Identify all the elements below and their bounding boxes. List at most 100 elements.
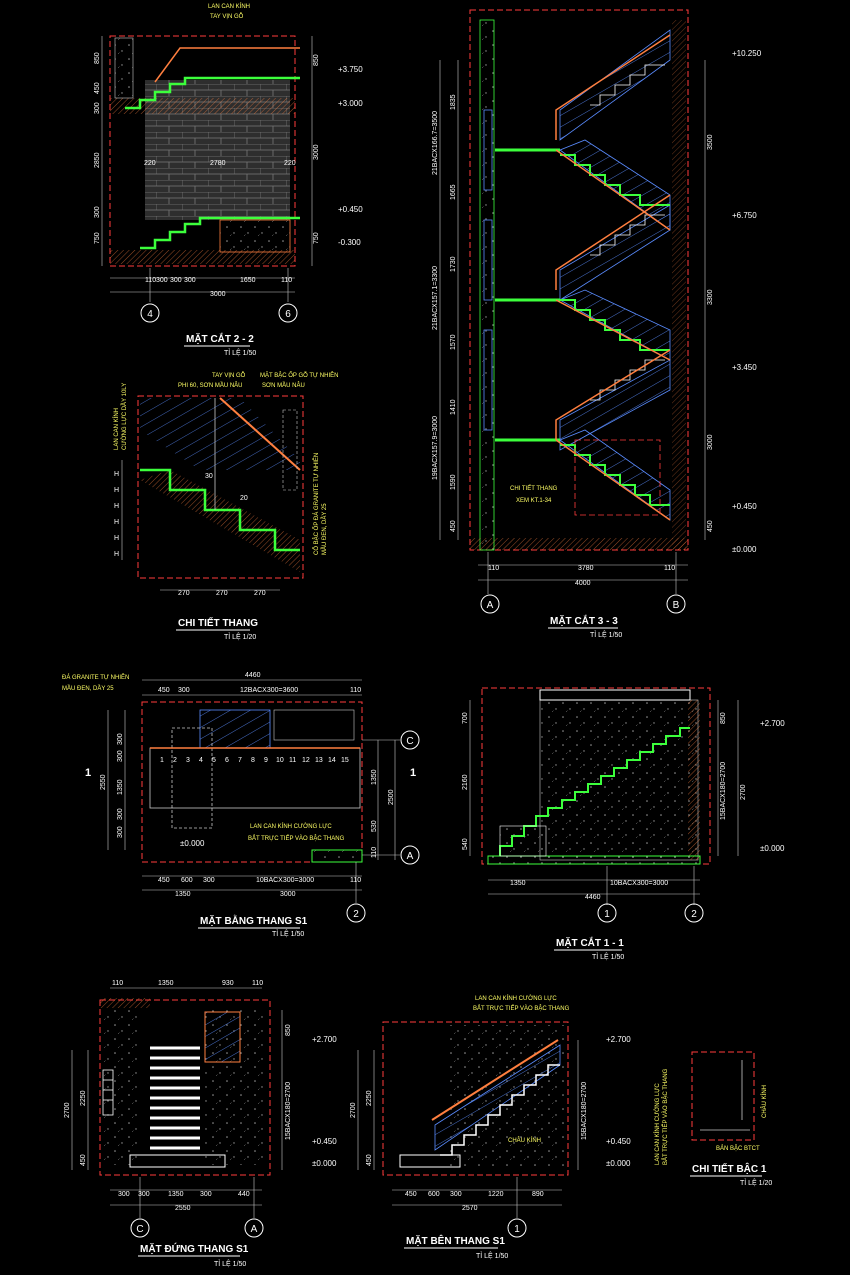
side-bottom-dim: 890: [532, 1191, 544, 1198]
section33-callout-box: [574, 439, 661, 516]
section33-left-dim: 1665: [450, 184, 457, 200]
section33-window-1: [483, 109, 493, 191]
plan-note-top: MẦU ĐEN, DẦY 25: [62, 685, 114, 692]
axis-label-c-plan: C: [406, 736, 413, 747]
section33-bottom-dim: 3780: [578, 565, 594, 572]
section33-right-dim: 450: [707, 520, 714, 532]
section22-right-dim: 750: [313, 232, 320, 244]
stair-detail-title: CHI TIẾT THANG: [178, 616, 258, 629]
section22-scale: TỈ LỆ 1/50: [224, 348, 256, 357]
axis-bubble-2-plan: [346, 903, 366, 923]
plan-step-number: 11: [289, 757, 296, 764]
elevation-bottom-dim: 300: [200, 1191, 212, 1198]
section33-level: ±0.000: [732, 545, 757, 554]
plan-bottom-slab: [311, 849, 363, 863]
plan-inner-box: [171, 727, 213, 829]
section22-left-dim: 450: [94, 82, 101, 94]
stair-detail-slab: [140, 470, 300, 572]
stair-detail-handrail: [219, 397, 301, 471]
section11-left-dim: 540: [462, 838, 469, 850]
elevation-treads: [150, 1046, 200, 1150]
plan-top-dim: 300: [178, 687, 190, 694]
stair-detail-note-right: MẦU ĐEN, DẦY 25: [321, 503, 328, 555]
plan-left-dim: 300: [117, 826, 124, 838]
section-3-3: +10.250 +6.750 +3.450 +0.450 ±0.000 1835…: [432, 9, 762, 639]
plan-step-number: 10: [276, 757, 284, 764]
section33-left-total: 19BACX157.9=3000: [432, 416, 439, 480]
section33-right-dim: 3500: [707, 134, 714, 150]
elevation-left-dim: 450: [80, 1154, 87, 1166]
side-left-dim: 450: [366, 1154, 373, 1166]
section11-left-dim: 2160: [462, 774, 469, 790]
plan-step-number: 1: [160, 757, 164, 764]
section33-scale: TỈ LỆ 1/50: [590, 630, 622, 639]
axis-bubble-6: [278, 303, 298, 323]
side-bottom-dim: 1220: [488, 1191, 504, 1198]
section22-note-handrail: TAY VỊN GỖ: [210, 13, 244, 20]
plan-bottom-dim: 450: [158, 877, 170, 884]
section22-inner-dim: 220: [144, 160, 156, 167]
elevation-top-dim: 110: [112, 980, 123, 987]
section22-level: -0.300: [338, 238, 361, 247]
section-2-2: LAN CAN KÍNH TAY VỊN GỖ +3.750 +3.000 +0…: [94, 3, 363, 357]
section33-right-wall: [672, 20, 686, 550]
elevation-left-dim: 2250: [80, 1090, 87, 1106]
stair-detail-h: H: [114, 535, 119, 542]
plan-left-total: 2550: [100, 774, 107, 790]
section33-total-dim: 4000: [575, 580, 591, 587]
axis-label-4: 4: [147, 309, 153, 320]
section-1-1: +2.700 ±0.000 700 2160 540 850 15BACX180…: [462, 687, 785, 961]
side-level: ±0.000: [606, 1159, 631, 1168]
side-note: BẮT TRỰC TIẾP VÀO BẬC THANG: [473, 1004, 570, 1012]
side-title: MẶT BÊN THANG S1: [406, 1234, 505, 1247]
section33-right-dim: 3000: [707, 434, 714, 450]
section22-left-dim: 300: [94, 206, 101, 218]
side-frame: [382, 1021, 569, 1176]
section33-railing-1: [555, 349, 671, 440]
section11-right-dim: 850: [720, 712, 727, 724]
plan-step-number: 12: [302, 757, 310, 764]
elevation-top-dim: 930: [222, 980, 234, 987]
stair-detail-h: H: [114, 503, 119, 510]
plan-top-dim: 12BACX300=3600: [240, 687, 298, 694]
elevation-scale: TỈ LỆ 1/50: [214, 1259, 246, 1268]
section11-right-column: [688, 700, 700, 860]
axis-bubble-b: [666, 594, 686, 614]
section11-scale: TỈ LỆ 1/50: [592, 952, 624, 961]
section11-left-dim: 700: [462, 712, 469, 724]
section33-steps-6: [590, 64, 665, 106]
axis-label-b: B: [673, 600, 680, 611]
section33-level: +10.250: [732, 49, 762, 58]
section33-level: +6.750: [732, 211, 757, 220]
axis-label-a: A: [487, 600, 494, 611]
side-bottom-dim: 600: [428, 1191, 440, 1198]
axis-bubble-c-plan: [400, 730, 420, 750]
section22-base: [219, 219, 291, 253]
section22-bottom-dim: 300: [156, 277, 168, 284]
plan-right-fixture: [273, 709, 355, 741]
elevation-left-dim: 2700: [64, 1102, 71, 1118]
section33-railing-3: [555, 34, 671, 140]
elevation-level: ±0.000: [312, 1159, 337, 1168]
plan-left-dim: 300: [117, 808, 124, 820]
stair-detail-note: MẶT BẬC ỐP GỖ TỰ NHIÊN: [260, 371, 338, 379]
stair-detail-h: H: [114, 487, 119, 494]
plan-right-dim: 110: [371, 847, 378, 858]
step-detail-frame: [691, 1051, 755, 1141]
section22-slab-top: [110, 98, 295, 114]
elevation-bottom-dim: 1350: [168, 1191, 184, 1198]
elevation-total-dim: 2550: [175, 1205, 191, 1212]
plan-step-number: 8: [251, 757, 255, 764]
section22-level: +3.000: [338, 99, 363, 108]
section22-bottom-dim: 110: [145, 277, 156, 284]
stair-detail-note-left: LAN CAN KÍNH: [113, 408, 120, 450]
stair-detail-note-right: CỔ BẬC ỐP ĐÁ GRANITE TỰ NHIÊN: [312, 453, 320, 555]
plan-left-dim: 1350: [117, 779, 124, 795]
section22-level: +0.450: [338, 205, 363, 214]
plan-step-number: 5: [212, 757, 216, 764]
elevation-right-dim: 850: [285, 1024, 292, 1036]
section33-railing-2: [555, 194, 671, 290]
plan-bottom-dim: 110: [350, 877, 361, 884]
stair-detail: TAY VỊN GỖ PHI 60, SƠN MẦU NÂU MẶT BẬC Ố…: [113, 371, 338, 641]
section22-right-dim: 850: [313, 54, 320, 66]
